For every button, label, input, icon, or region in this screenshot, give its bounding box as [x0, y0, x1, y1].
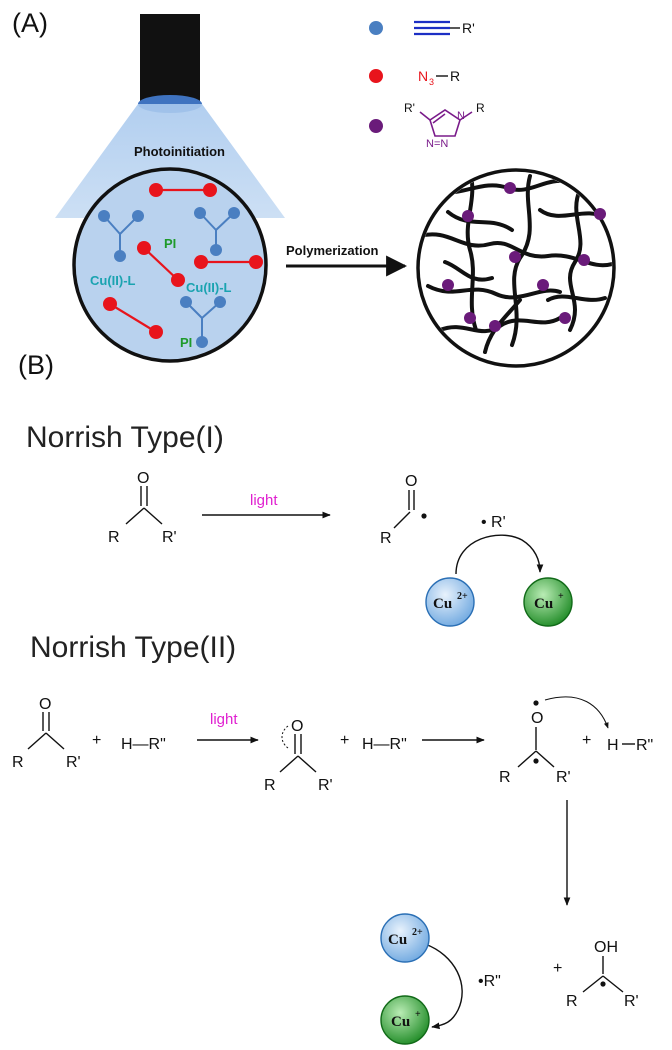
plus-sign: +	[340, 732, 349, 749]
legend-triazole-nn: N=N	[426, 138, 448, 150]
r-double-prime: R"	[636, 737, 653, 754]
type1-cu1-ball: Cu +	[523, 577, 573, 627]
type2-r2-radical: •R"	[478, 973, 501, 990]
svg-text:R: R	[566, 993, 578, 1010]
svg-text:Cu: Cu	[534, 596, 553, 612]
acyl-r: R	[380, 530, 392, 547]
legend-azide-r: R	[450, 68, 460, 84]
acyl-radical: O R	[380, 473, 427, 547]
norrish-type1-title: Norrish Type(I)	[26, 421, 224, 454]
triple-bond-icon	[414, 20, 450, 36]
svg-text:2+: 2+	[457, 591, 468, 602]
svg-text:OH: OH	[594, 939, 618, 956]
norrish-type2-title: Norrish Type(II)	[30, 631, 236, 664]
panel-a: (A) Photoinitiation	[12, 8, 616, 368]
photoinitiator-label: PI	[164, 236, 176, 251]
svg-text:Cu: Cu	[391, 1014, 410, 1030]
type2-redox-arrow	[424, 943, 463, 1030]
svg-text:O: O	[531, 710, 543, 727]
legend-triazole-r: R	[476, 101, 485, 115]
legend-azide-dot	[369, 69, 383, 83]
legend: R' N 3 R R' R N N=N	[369, 20, 485, 150]
legend-azide-sub: 3	[429, 77, 434, 87]
type2-cu1-ball: Cu +	[380, 995, 430, 1045]
h-donor: H—R"	[121, 736, 166, 753]
type1-light-label: light	[250, 492, 278, 509]
svg-text:+: +	[558, 591, 564, 602]
polymer-network	[416, 168, 616, 368]
ketone-r: R	[108, 529, 120, 546]
svg-text:Cu: Cu	[433, 596, 452, 612]
type2-cu2-ball: Cu 2+	[380, 913, 430, 963]
panel-a-label: (A)	[12, 8, 48, 38]
svg-text:R': R'	[624, 993, 639, 1010]
type1-redox-arrow	[455, 534, 544, 575]
svg-text:R': R'	[66, 754, 81, 771]
azide-monomers	[109, 188, 256, 333]
h-donor: H—R"	[362, 736, 407, 753]
biradical: O R R'	[499, 700, 571, 786]
legend-alkyne-r: R'	[462, 20, 475, 36]
catalyst-label: Cu(II)-L	[90, 273, 136, 288]
legend-triazole-r-prime: R'	[404, 101, 415, 115]
svg-text:R': R'	[556, 769, 571, 786]
panel-b-label: (B)	[18, 350, 54, 380]
alkyne-ends	[98, 207, 240, 348]
polymerization-label: Polymerization	[286, 243, 379, 258]
acyl-o: O	[405, 473, 417, 490]
svg-text:2+: 2+	[412, 927, 423, 938]
photoinitiator-label: PI	[180, 335, 192, 350]
plus-sign: +	[92, 732, 101, 749]
type1-r-prime-radical: • R'	[481, 514, 506, 531]
triazole-icon	[419, 109, 473, 137]
excited-ketone: O R R'	[264, 718, 333, 794]
type1-cu2-ball: Cu 2+	[425, 577, 475, 627]
ketone-r-prime: R'	[162, 529, 177, 546]
svg-text:O: O	[39, 696, 51, 713]
azide-ends	[103, 183, 263, 339]
legend-triazole-n1: N	[457, 110, 465, 122]
plus-sign: +	[553, 960, 562, 977]
photoinitiation-label: Photoinitiation	[134, 144, 225, 159]
legend-triazole-dot	[369, 119, 383, 133]
catalyst-label: Cu(II)-L	[186, 280, 232, 295]
type1-ketone: O R R'	[108, 470, 177, 546]
legend-alkyne-dot	[369, 21, 383, 35]
svg-text:Cu: Cu	[388, 932, 407, 948]
ketone-o: O	[137, 470, 149, 487]
monomer-mixture-circle	[72, 167, 268, 363]
svg-text:R: R	[499, 769, 511, 786]
svg-text:+: +	[415, 1009, 421, 1020]
radical-dot	[421, 513, 427, 519]
h-abstraction-arrow	[544, 696, 609, 729]
svg-text:R': R'	[318, 777, 333, 794]
type2-ketone: O R R'	[12, 696, 81, 771]
ketyl-radical: OH R R'	[566, 939, 639, 1010]
h-atom: H	[607, 737, 619, 754]
legend-azide-n: N	[418, 68, 428, 84]
lamp-body	[140, 14, 200, 104]
plus-sign: +	[582, 732, 591, 749]
type2-light-label: light	[210, 711, 238, 728]
svg-text:O: O	[291, 718, 303, 735]
svg-text:R: R	[264, 777, 276, 794]
svg-text:R: R	[12, 754, 24, 771]
panel-b: (B) Norrish Type(I) O R R' light O R • R…	[12, 350, 653, 1045]
